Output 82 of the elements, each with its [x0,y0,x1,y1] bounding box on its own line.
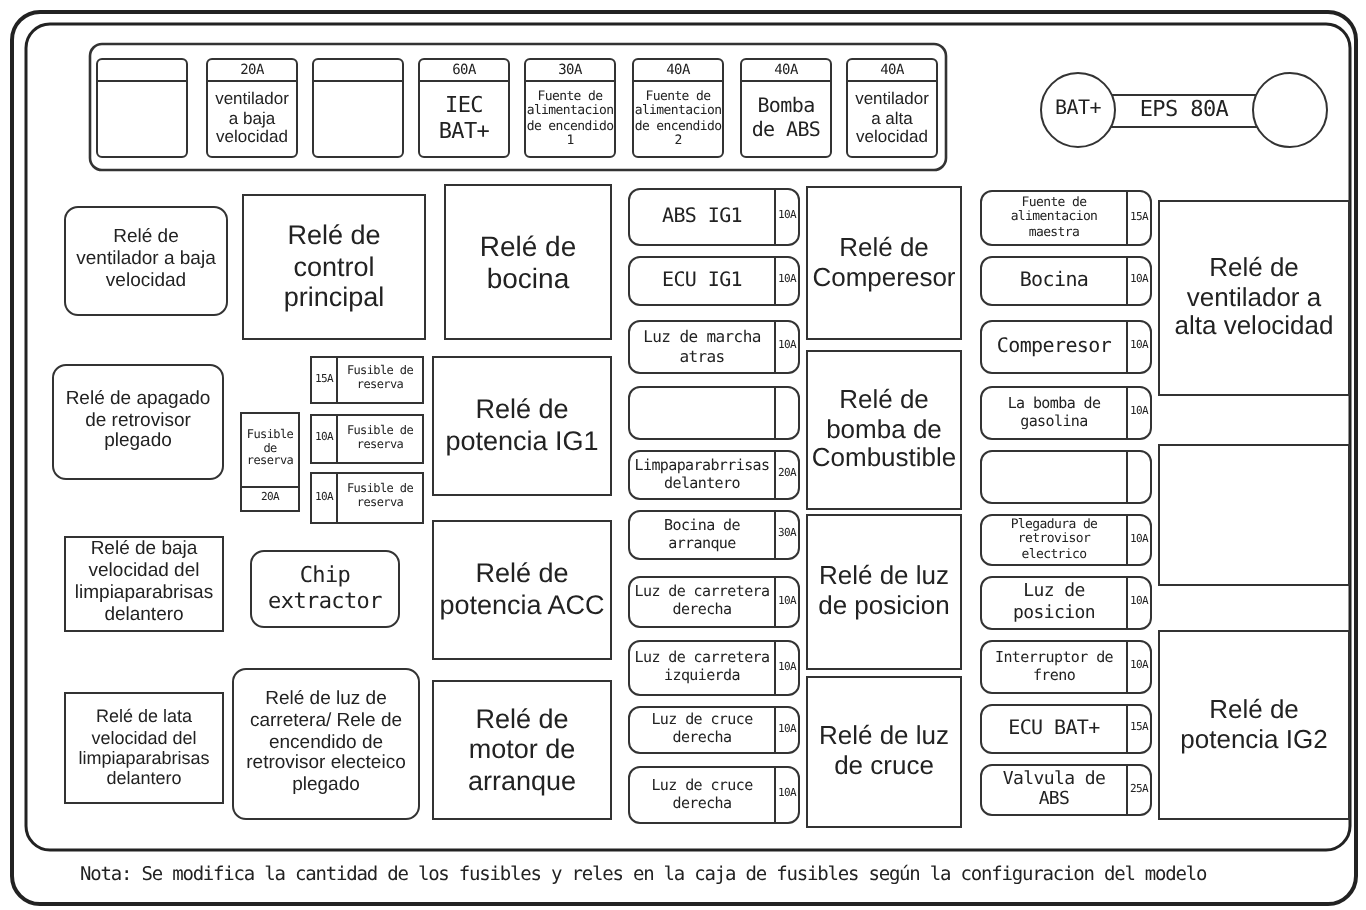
fuse-slot [632,58,724,158]
relay-box [444,184,612,340]
relay-label: Relé de bomba de Combustible [811,385,957,475]
fuse-label: ECU BAT+ [1008,717,1100,741]
fusible-link [1040,72,1328,152]
fuse-slot [980,576,1152,630]
relay-label: Relé de motor de arranque [465,703,579,797]
fuse-slot [310,414,424,464]
relay-label: Relé de ventilador a alta velocidad [1172,253,1336,343]
fuse-label: ABS IG1 [661,205,743,229]
fuse-slot [980,704,1152,754]
relay-box [64,206,228,316]
relay-box [432,680,612,820]
fuse-slot [980,386,1152,440]
fuse-slot [980,764,1152,816]
relay-box [64,692,224,804]
note-text: Nota: Se modifica la cantidad de los fusibles y reles en la caja de fusibles según la configuracion del modelo [80,864,1207,886]
fuse-label: Luz de posicion [1011,582,1097,624]
relay-label: Relé de potencia IG2 [1178,695,1330,755]
fuse-label: Luz de marcha atras [641,328,763,366]
relay-label: Relé de luz de posicion [816,562,952,622]
relay-box [432,520,612,660]
fuse-slot [628,320,800,374]
fuse-label: Bomba de ABS [749,96,823,142]
fuse-label: Bocina [1019,269,1089,293]
fuse-slot [628,256,800,306]
fuse-label: Comperesor [996,335,1112,359]
fuse-slot [628,766,800,824]
relay-label: Relé de potencia IG1 [443,394,601,458]
fuse-slot [628,640,800,696]
relay-label: Relé de bocina [477,229,579,295]
fuse-slot [240,412,300,512]
relay-box [250,550,400,628]
fuse-slot [980,320,1152,374]
relay-box [806,186,962,340]
fuse-slot [980,190,1152,246]
fuse-slot [980,450,1152,504]
relay-label: Relé de ventilador a baja velocidad [74,228,218,294]
relay-box [1158,200,1350,396]
relay-box [242,194,426,340]
fuse-slot [628,576,800,628]
terminal-label: BAT+ [1055,98,1101,122]
fuse-slot [740,58,832,158]
fuse-label: EPS 80A [1139,98,1229,124]
relay-box [52,364,224,480]
fuse-slot [206,58,298,158]
fuse-label: ECU IG1 [661,269,743,293]
relay-label: Relé de luz de cruce [816,722,952,782]
fuse-slot [310,472,424,524]
fuse-slot [312,58,404,158]
relay-label: Relé de lata velocidad del limpiaparabrisas delantero [76,706,212,790]
fuse-slot [628,510,800,560]
relay-slot [1158,444,1350,586]
fuse-slot [628,386,800,440]
relay-label: Chip extractor [266,563,384,615]
fuse-slot [628,450,800,500]
fuse-label: ventilador a alta velocidad [853,89,931,149]
relay-box [806,676,962,828]
relay-label: Relé de apagado de retrovisor plegado [63,389,213,455]
relay-box [432,356,612,496]
relay-label: Relé de baja velocidad del limpiaparabrisas delantero [72,540,216,628]
fuse-label: ventilador a baja velocidad [213,89,291,149]
relay-box [232,668,420,820]
fuse-slot [310,356,424,404]
fuse-slot [418,58,510,158]
relay-box [806,350,962,510]
fuse-slot [980,640,1152,694]
relay-box [1158,630,1350,820]
relay-label: Relé de potencia ACC [438,558,606,622]
fuse-slot [980,256,1152,306]
fuse-slot [96,58,188,158]
relay-label: Relé de Comperesor [812,233,956,293]
fuse-slot [980,514,1152,566]
fuse-label: IEC BAT+ [436,93,492,145]
relay-box [806,514,962,670]
fuse-slot [524,58,616,158]
fuse-slot [628,706,800,754]
fuse-label: Valvula de ABS [1000,769,1108,811]
fuse-slot [628,188,800,246]
relay-label: Relé de control principal [281,220,387,314]
fuse-slot [846,58,938,158]
relay-label: Relé de luz de carretera/ Rele de encendido de retrovisor electeico plegado [244,689,408,799]
